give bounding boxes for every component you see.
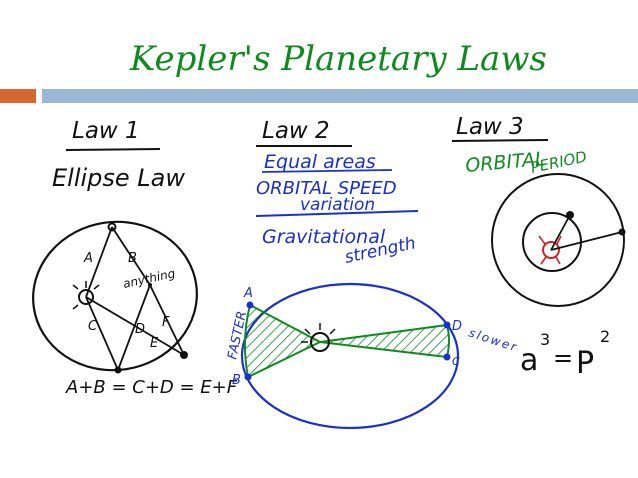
law2-divider <box>255 210 419 217</box>
law2-label-d: D <box>452 319 462 334</box>
law3-heading: Law 3 <box>456 114 524 140</box>
law3-sun <box>542 241 560 259</box>
law3-planet-outer <box>618 228 626 236</box>
law2-line2: ORBITAL SPEED <box>256 178 397 199</box>
law2-heading: Law 2 <box>262 118 330 144</box>
law1-focus-sun <box>78 289 94 305</box>
law3-heading-underline <box>451 139 549 142</box>
law2-point-b <box>244 373 252 381</box>
law1-section: Law 1 Ellipse Law A B C D E F anything A… <box>32 118 238 398</box>
law1-label-c: C <box>88 319 98 334</box>
law2-area-faster <box>243 303 323 379</box>
law1-line-d <box>117 284 151 371</box>
law1-ellipse <box>32 220 198 372</box>
law3-eq-exp-p: 2 <box>600 327 610 346</box>
header-bar <box>42 89 638 103</box>
law1-label-b: B <box>128 251 137 266</box>
law2-line3: variation <box>300 195 375 215</box>
law2-orbit <box>240 282 460 430</box>
law3-equation: a 3 = P 2 <box>520 327 610 381</box>
law1-equation: A+B = C+D = E+F <box>65 377 238 398</box>
law1-line-a <box>85 226 113 298</box>
law2-point-d <box>443 321 451 329</box>
law2-sun <box>310 332 330 352</box>
law3-eq-p: P <box>576 346 594 381</box>
law3-planet-inner <box>566 211 574 219</box>
law2-label-a: A <box>243 286 253 301</box>
header-bar-accent <box>0 89 36 103</box>
law1-label-e: E <box>150 336 159 351</box>
law1-line-f <box>149 284 185 356</box>
law2-point-a <box>246 301 254 309</box>
law3-inner-radius <box>550 214 571 251</box>
law3-eq-exp-a: 3 <box>540 330 550 349</box>
law3-eq-a: a <box>520 343 538 378</box>
law2-point-c <box>443 353 451 361</box>
law2-section: Law 2 Equal areas ORBITAL SPEED variatio… <box>225 118 520 430</box>
law1-point-top <box>107 222 117 232</box>
law1-line-b <box>111 226 151 286</box>
law3-outer-orbit <box>491 173 625 307</box>
law2-area-slower <box>319 323 450 359</box>
law2-line4: Gravitational <box>262 226 386 248</box>
law1-line-e <box>85 296 185 356</box>
law1-heading: Law 1 <box>72 118 140 144</box>
law3-section: Law 3 ORBITAL PERIOD a 3 = P 2 <box>451 114 626 381</box>
law1-name: Ellipse Law <box>52 164 185 192</box>
law3-eq-equals: = <box>553 344 573 372</box>
law1-label-a: A <box>83 251 93 266</box>
law1-label-f: F <box>162 315 170 330</box>
law3-outer-radius <box>550 231 623 251</box>
law1-line-c <box>85 296 119 371</box>
law2-label-c: C <box>452 355 460 368</box>
law2-line1: Equal areas <box>264 151 376 173</box>
law1-underline <box>65 148 161 151</box>
law2-label-b: B <box>232 373 241 388</box>
law1-label-d: D <box>135 322 145 337</box>
slide-title: Kepler's Planetary Laws <box>129 39 547 79</box>
law2-line1-underline <box>261 169 393 173</box>
law2-label-slower: slower <box>467 326 520 355</box>
